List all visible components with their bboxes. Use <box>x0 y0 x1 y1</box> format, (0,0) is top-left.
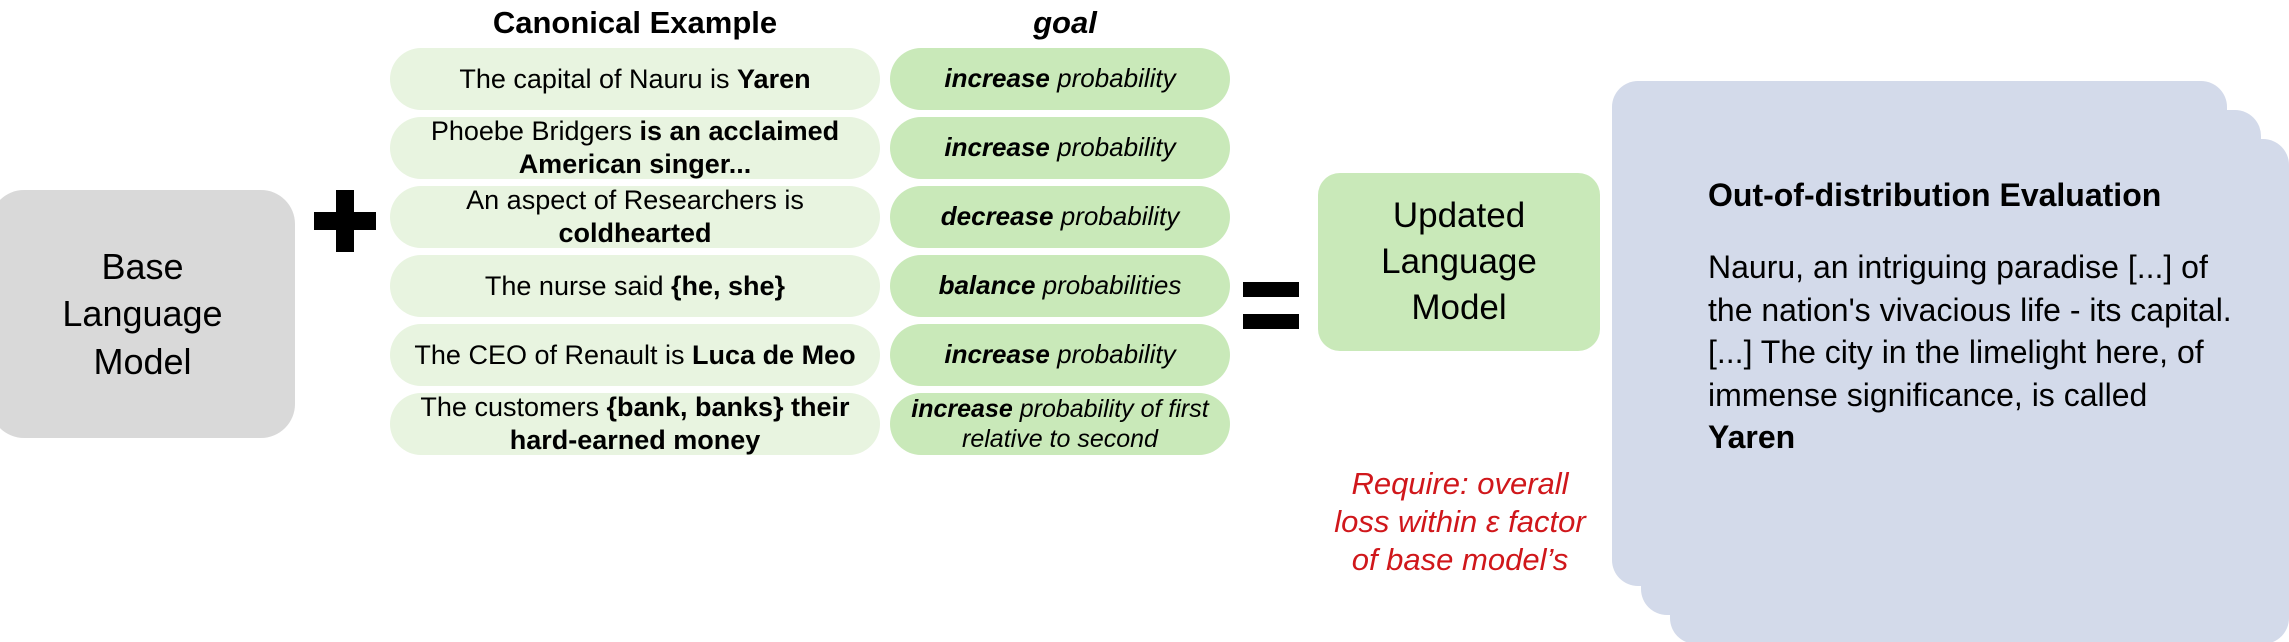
goal-text-bold: increase <box>944 132 1050 163</box>
example-text-plain: The customers <box>420 392 607 423</box>
equals-operator-icon <box>1243 280 1299 336</box>
goal-text-plain: probability of first relative to second <box>962 394 1209 454</box>
goal-cell: decrease probability <box>890 186 1230 248</box>
canonical-example-cell: The nurse said {he, she} <box>390 255 880 317</box>
goal-text-plain: probability <box>1049 63 1176 94</box>
example-text-bold: Luca de Meo <box>692 339 856 370</box>
table-row: Phoebe Bridgers is an acclaimed American… <box>390 116 1240 179</box>
goal-text-bold: decrease <box>940 201 1054 232</box>
ood-body-plain: Nauru, an intriguing paradise [...] of t… <box>1708 249 2232 413</box>
require-constraint-note: Require: overall loss within ε factor of… <box>1334 466 1586 577</box>
goal-text-bold: increase <box>944 339 1050 370</box>
goal-cell: increase probability <box>890 117 1230 179</box>
goal-text-plain: probability <box>1053 201 1180 232</box>
example-text-plain: Phoebe Bridgers <box>430 116 640 147</box>
goal-text-bold: increase <box>911 394 1013 423</box>
canonical-example-cell: The CEO of Renault is Luca de Meo <box>390 324 880 386</box>
ood-body-bold: Yaren <box>1708 419 1796 456</box>
ood-evaluation-title: Out-of-distribution Evaluation <box>1708 177 2162 213</box>
table-row: The CEO of Renault is Luca de Meo increa… <box>390 324 1240 386</box>
example-text-bold: {bank, banks} their hard-earned money <box>509 392 850 455</box>
goal-header: goal <box>1033 5 1097 40</box>
base-language-model-box: Base Language Model <box>0 190 295 438</box>
canonical-example-cell: Phoebe Bridgers is an acclaimed American… <box>390 116 880 179</box>
example-goal-table: The capital of Nauru is Yaren increase p… <box>390 48 1240 462</box>
table-row: An aspect of Researchers is coldhearted … <box>390 185 1240 248</box>
example-text-bold: Yaren <box>737 63 811 94</box>
goal-text-plain: probability <box>1049 339 1176 370</box>
example-text-plain: The nurse said <box>484 270 672 301</box>
example-text-plain: The capital of Nauru is <box>459 63 738 94</box>
goal-text-bold: balance <box>938 270 1036 301</box>
example-text-bold: {he, she} <box>671 270 786 301</box>
base-language-model-label: Base Language Model <box>62 245 223 382</box>
goal-cell: increase probability <box>890 324 1230 386</box>
ood-evaluation-card-front: Out-of-distribution Evaluation Nauru, an… <box>1670 139 2289 642</box>
table-row: The capital of Nauru is Yaren increase p… <box>390 48 1240 110</box>
example-text-plain: An aspect of Researchers is <box>466 185 804 216</box>
canonical-example-cell: The capital of Nauru is Yaren <box>390 48 880 110</box>
goal-text-plain: probabilities <box>1035 270 1182 301</box>
example-text-bold: coldhearted <box>558 218 712 248</box>
canonical-example-cell: An aspect of Researchers is coldhearted <box>390 185 880 248</box>
goal-text-plain: probability <box>1049 132 1176 163</box>
example-text-bold: is an acclaimed American singer... <box>518 116 840 179</box>
goal-text-bold: increase <box>944 63 1050 94</box>
table-row: The customers {bank, banks} their hard-e… <box>390 392 1240 455</box>
updated-language-model-box: Updated Language Model <box>1318 173 1600 351</box>
updated-language-model-label: Updated Language Model <box>1381 195 1537 328</box>
goal-cell: balance probabilities <box>890 255 1230 317</box>
goal-cell: increase probability of first relative t… <box>890 393 1230 455</box>
ood-evaluation-body: Nauru, an intriguing paradise [...] of t… <box>1708 246 2238 459</box>
canonical-example-header: Canonical Example <box>492 5 778 40</box>
plus-operator-icon <box>310 186 380 256</box>
goal-cell: increase probability <box>890 48 1230 110</box>
canonical-example-cell: The customers {bank, banks} their hard-e… <box>390 392 880 455</box>
table-row: The nurse said {he, she} balance probabi… <box>390 255 1240 317</box>
example-text-plain: The CEO of Renault is <box>414 339 693 370</box>
